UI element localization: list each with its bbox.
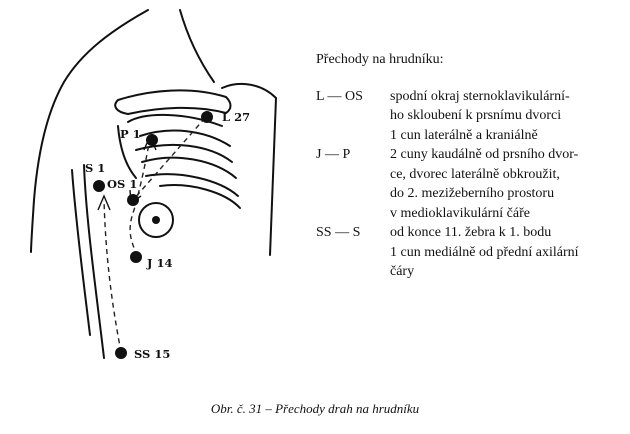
- transition-line: do 2. mezižeberního prostoru: [390, 186, 555, 201]
- neck-outline: [179, 9, 215, 83]
- rib-1: [127, 114, 223, 127]
- point-p1: [146, 134, 158, 146]
- label-j14: J 14: [146, 256, 172, 270]
- transition-line: od konce 11. žebra k 1. bodu: [390, 225, 552, 240]
- nipple: [152, 216, 160, 224]
- arrow-ss15-s1: [97, 194, 111, 211]
- transition-line: čáry: [390, 264, 415, 279]
- transitions-list: L — OS spodní okraj sternoklavikulární-ho…: [316, 87, 626, 282]
- side-line: [71, 169, 91, 336]
- rib-4: [159, 184, 241, 209]
- label-l27: L 27: [222, 110, 250, 124]
- transition-description: od konce 11. žebra k 1. bodu 1 cun mediál…: [390, 223, 626, 282]
- transition-line: ce, dvorec laterálně obkroužit,: [390, 166, 560, 182]
- transition-line: 2 cuny kaudálně od prsního dvor-: [390, 147, 579, 162]
- transitions-panel: Přechody na hrudníku: L — OS spodní okraj…: [316, 50, 626, 282]
- transition-description: spodní okraj sternoklavikulární-ho sklou…: [390, 87, 626, 146]
- transition-line: 1 cun laterálně a kraniálně: [390, 127, 538, 143]
- point-l27: [201, 111, 213, 123]
- transition-line: v medioklavikulární čáře: [390, 205, 530, 221]
- transition-line: ho skloubení k prsnímu dvorci: [390, 108, 562, 123]
- sternum-outline: [221, 82, 277, 256]
- transition-row: SS — S od konce 11. žebra k 1. bodu 1 cun …: [316, 223, 626, 282]
- areola: [138, 202, 174, 238]
- point-s1: [93, 180, 105, 192]
- path-l27-os1: [132, 117, 206, 201]
- axillary-line: [83, 164, 105, 359]
- clavicle: [114, 89, 232, 115]
- label-ss15: SS 15: [134, 347, 170, 361]
- point-ss15: [115, 347, 127, 359]
- rib-3: [141, 156, 237, 179]
- transition-line: spodní okraj sternoklavikulární-: [390, 88, 570, 104]
- label-os1: OS 1: [107, 177, 137, 191]
- panel-title: Přechody na hrudníku:: [316, 52, 444, 67]
- rib-3-inner: [145, 173, 239, 197]
- figure-caption: Obr. č. 31 – Přechody drah na hrudníku: [210, 401, 420, 416]
- ribcage-edge: [117, 125, 137, 179]
- label-p1: P 1: [120, 127, 141, 141]
- transition-row: J — P 2 cuny kaudálně od prsního dvor-ce,…: [316, 145, 626, 223]
- point-j14: [130, 251, 142, 263]
- transition-code: J — P: [316, 147, 351, 162]
- transition-code: L — OS: [316, 88, 363, 104]
- rib-2: [139, 129, 231, 147]
- path-j14-p1: [129, 137, 151, 257]
- transition-description: 2 cuny kaudálně od prsního dvor-ce, dvor…: [390, 145, 626, 223]
- transition-code: SS — S: [316, 225, 361, 240]
- transition-line: 1 cun mediálně od přední axilární: [390, 244, 579, 260]
- point-os1: [127, 194, 139, 206]
- transition-row: L — OS spodní okraj sternoklavikulární-ho…: [316, 87, 626, 146]
- rib-2-inner: [135, 143, 233, 163]
- path-ss15-s1: [103, 199, 122, 353]
- label-s1: S 1: [85, 161, 105, 175]
- shoulder-outline: [30, 9, 149, 253]
